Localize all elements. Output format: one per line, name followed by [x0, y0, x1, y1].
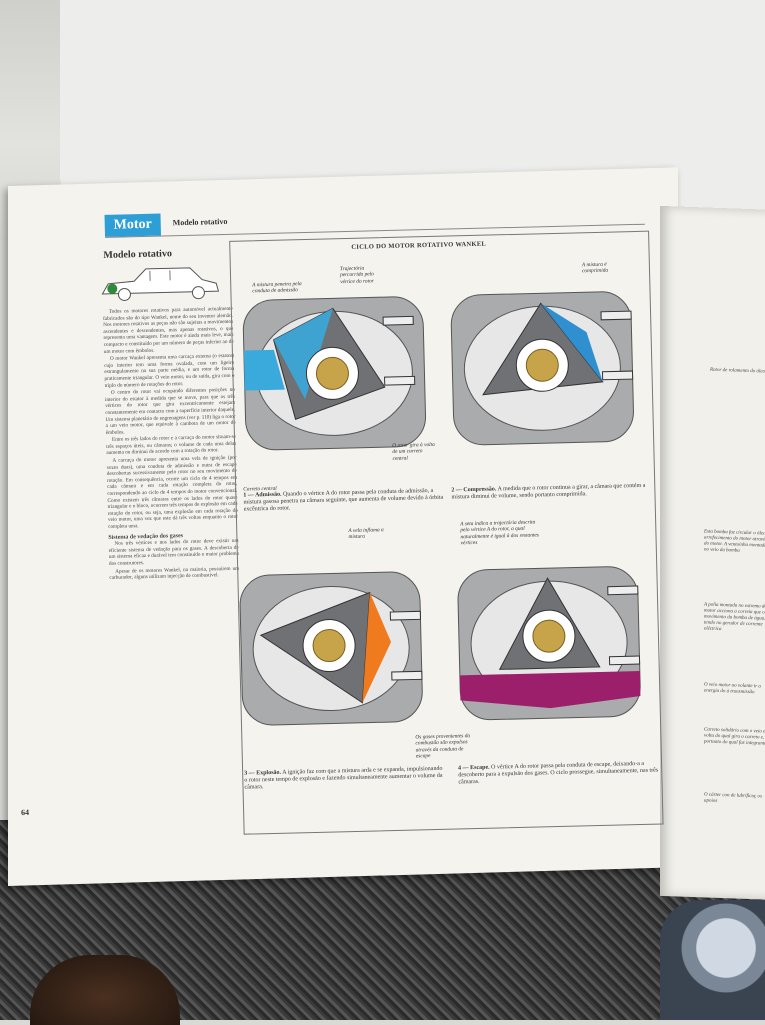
book-right-page: Rotor de rolamento do óleo Esta bomba fa…: [660, 206, 765, 900]
engine-panel-exhaust: [447, 546, 652, 761]
page-number: 64: [21, 808, 29, 817]
paragraph: A carcaça do motor apresenta uma vela de…: [106, 455, 238, 531]
shoe-right: [660, 900, 765, 1020]
annotation-trajectory: Trajectória percorrida pelo vértice do r…: [340, 265, 388, 285]
annotation-intake-mix: A mistura penetra pela conduta de admiss…: [252, 281, 307, 295]
engine-panel-compression: [440, 271, 645, 486]
right-snippet-1: Rotor de rolamento do óleo: [710, 368, 765, 376]
section-tab: Motor: [104, 214, 161, 237]
engine-panel-explosion: [229, 551, 434, 766]
car-illustration: [98, 261, 223, 304]
annotation-spark: A vela inflama a mistura: [348, 527, 394, 541]
right-snippet-5: Carreto solidário com o veio e à volta d…: [704, 727, 765, 747]
paragraph: Entre os três lados do rotor e a carcaça…: [106, 434, 236, 457]
paragraph: Todos os motores rotativos para automóve…: [103, 306, 234, 355]
right-snippet-2: Esta bomba faz circular o óleo de arrefe…: [704, 529, 765, 555]
header-subtitle: Modelo rotativo: [173, 217, 228, 227]
paragraph: O motor Wankel apresenta uma carcaça ext…: [104, 353, 235, 389]
annotation-compressed: A mistura é comprimida: [582, 261, 622, 275]
annotation-vertex-path: A seta indica a trajectória descrita pel…: [460, 519, 541, 547]
book-page: Motor Modelo rotativo Modelo rotativo To…: [60, 180, 676, 844]
right-snippet-3: A polia montada no extremo do motor acci…: [704, 602, 765, 634]
right-snippet-4: O veio motor ao volante tr a energia do …: [704, 682, 765, 696]
left-column-text: Todos os motores rotativos para automóve…: [103, 306, 240, 583]
right-snippet-6: O cárter con de lubrificaç os apoios: [704, 792, 765, 806]
section-title: Modelo rotativo: [103, 248, 172, 261]
paragraph: Nos três vértices e nos lados do rotor d…: [108, 538, 239, 568]
annotation-rotor-gear: O rotor gira à volta de um carreto centr…: [392, 442, 438, 462]
annotation-exhaust-gases: Os gases provenientes da combustão são e…: [415, 733, 472, 760]
paragraph: Apesar de os motores Wankel, na maioria,…: [109, 565, 239, 581]
paragraph: O centro do rotor vai ocupando diferente…: [105, 387, 236, 436]
